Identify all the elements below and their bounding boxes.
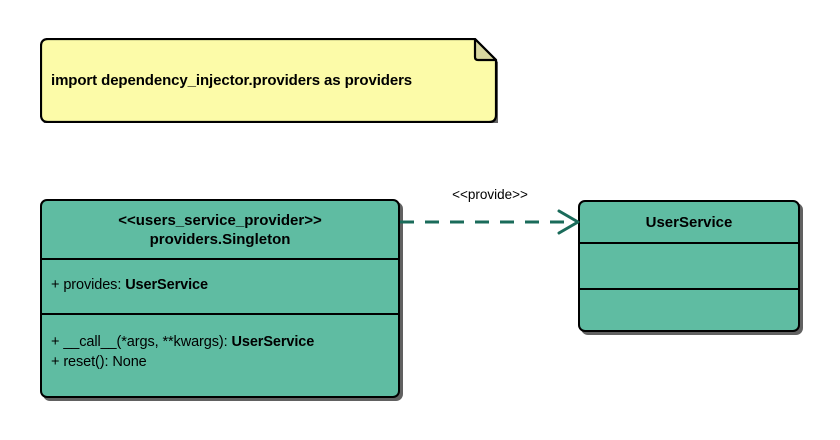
operation-label: __call__(*args, **kwargs): — [63, 334, 228, 350]
class-name: providers.Singleton — [149, 230, 291, 248]
attribute-label: provides: — [63, 277, 122, 293]
operation-row: + reset(): None — [51, 354, 147, 370]
class-header-user-service: UserService — [580, 202, 798, 242]
note-shape — [40, 38, 498, 123]
operation-label: reset(): None — [63, 354, 147, 370]
class-header-users-service-provider: <<users_service_provider>> providers.Sin… — [42, 201, 398, 258]
attribute-row: + provides: UserService — [51, 277, 208, 293]
operation-visibility: + — [51, 354, 60, 370]
operation-type: UserService — [231, 334, 315, 350]
class-attributes-compartment — [580, 242, 798, 288]
dependency-label: <<provide>> — [452, 187, 528, 202]
note-text: import dependency_injector.providers as … — [51, 72, 413, 89]
class-box-users-service-provider[interactable]: <<users_service_provider>> providers.Sin… — [40, 199, 400, 398]
note-box[interactable]: import dependency_injector.providers as … — [40, 38, 498, 123]
class-operations-compartment — [580, 288, 798, 330]
class-box-user-service[interactable]: UserService — [578, 200, 800, 332]
arrowhead-open-icon — [557, 209, 580, 235]
class-name: UserService — [645, 213, 733, 231]
class-attributes-compartment: + provides: UserService — [42, 258, 398, 313]
attribute-visibility: + — [51, 277, 60, 293]
attribute-type: UserService — [125, 277, 208, 293]
class-stereotype: <<users_service_provider>> — [118, 211, 322, 229]
operation-visibility: + — [51, 334, 60, 350]
operation-row: + __call__(*args, **kwargs): UserService — [51, 334, 314, 350]
class-operations-compartment: + __call__(*args, **kwargs): UserService… — [42, 313, 398, 396]
